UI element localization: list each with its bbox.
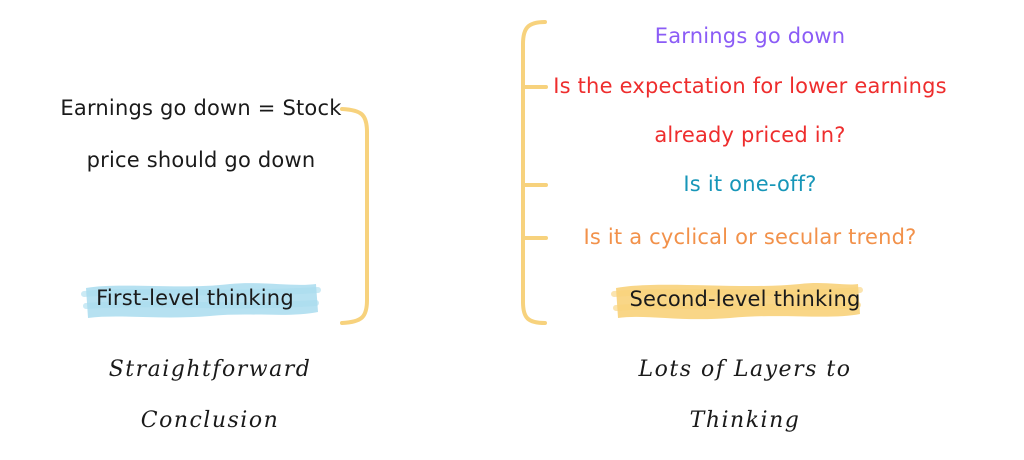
second-level-item-earnings: Earnings go down <box>654 24 846 48</box>
first-level-note-line1: Straightforward <box>108 357 312 382</box>
first-level-highlight <box>81 283 321 318</box>
second-level-highlight <box>611 283 863 320</box>
first-level-note-line2: Conclusion <box>140 408 280 433</box>
second-level-item-priced-in-line2: already priced in? <box>654 123 846 147</box>
second-level-note-line2: Thinking <box>689 408 801 433</box>
right-brace <box>521 20 548 325</box>
second-level-item-trend: Is it a cyclical or secular trend? <box>583 225 917 249</box>
second-level-thinking-label: Second-level thinking <box>629 287 861 311</box>
first-level-thinking-label: First-level thinking <box>96 286 294 310</box>
second-level-item-priced-in-line1: Is the expectation for lower earnings <box>553 74 947 98</box>
second-level-note-line1: Lots of Layers to <box>638 357 852 382</box>
left-bracket <box>340 107 369 325</box>
first-level-statement-line1: Earnings go down = Stock <box>60 96 342 120</box>
first-level-statement-line2: price should go down <box>86 148 316 172</box>
second-level-item-one-off: Is it one-off? <box>683 172 817 196</box>
